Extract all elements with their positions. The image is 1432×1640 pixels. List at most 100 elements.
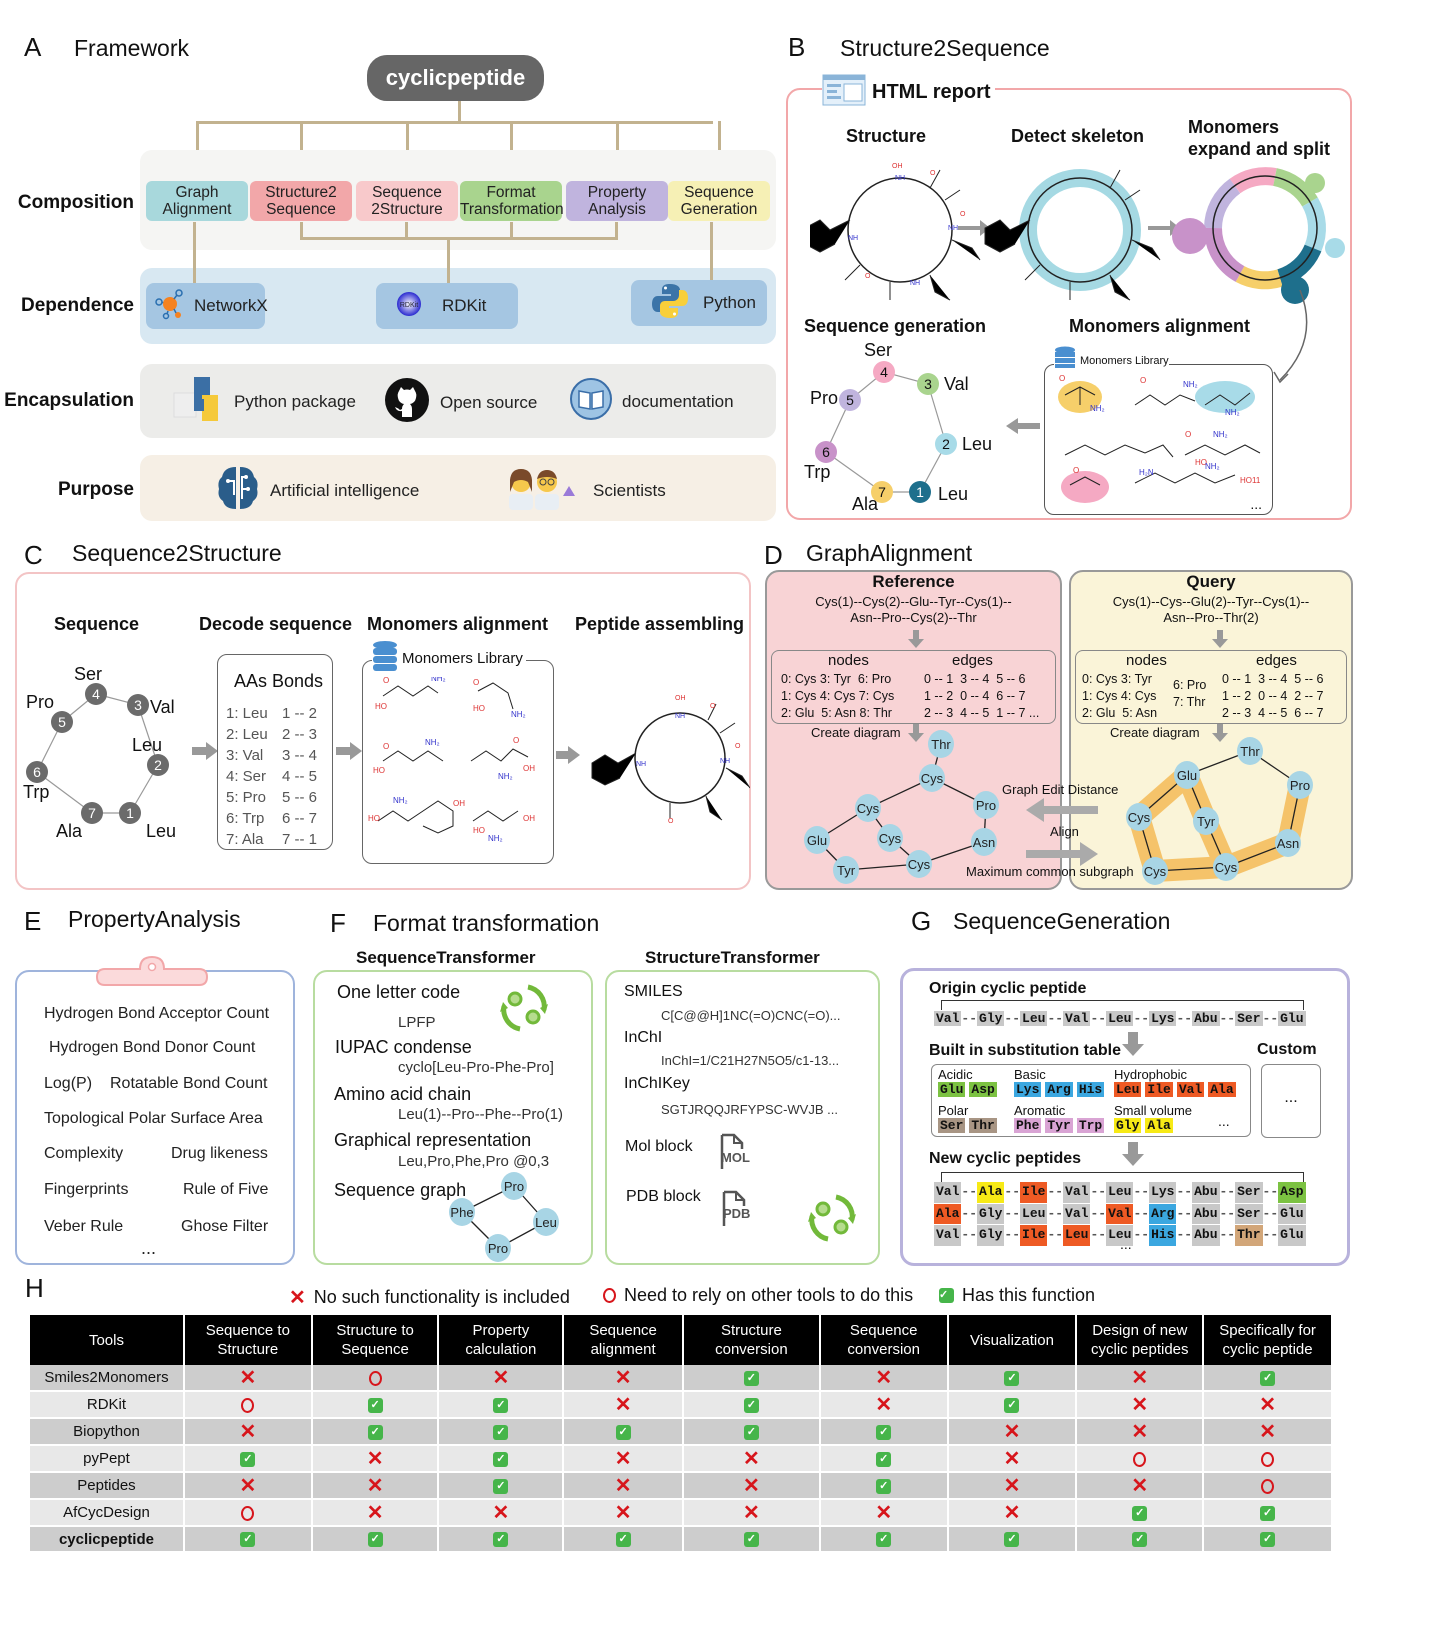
arrow-right-icon [336, 742, 362, 760]
svg-text:O: O [383, 676, 389, 685]
module-label: Sequence Generation [680, 184, 758, 218]
amino-acid: Val [934, 1225, 962, 1246]
panel-letter: A [24, 32, 42, 62]
check-icon: ✓ [493, 1424, 509, 1440]
panel-letter: E [24, 906, 42, 936]
circle-icon [368, 1370, 382, 1386]
svg-text:H₂N: H₂N [1139, 468, 1154, 477]
svg-text:RDKit: RDKit [400, 302, 418, 309]
panel-letter: C [24, 540, 43, 570]
svg-text:HO11: HO11 [1240, 476, 1261, 485]
connector [510, 222, 513, 239]
svg-text:NH: NH [675, 713, 685, 720]
arrow-down-icon [1122, 1032, 1144, 1056]
module-label: Sequence 2Structure [371, 184, 443, 218]
graph-node-label: Cys [1215, 860, 1238, 875]
table-cell: ✓ [682, 1391, 821, 1419]
amino-acid: Ala [934, 1203, 962, 1224]
svg-text:NH₂: NH₂ [488, 834, 503, 843]
amino-acid: Thr [969, 1118, 997, 1133]
amino-acid: Leu [1106, 1225, 1134, 1246]
svg-text:O: O [1073, 466, 1079, 475]
bond-dash: -- [1004, 1184, 1021, 1199]
decode-aa: 7: Ala [226, 831, 264, 848]
check-icon: ✓ [493, 1451, 509, 1467]
cross-icon: ✕ [366, 1502, 384, 1524]
encap-open-source: Open source [384, 377, 537, 428]
graph-node [1142, 857, 1168, 885]
table-row: RDKit✓✓✕✓✕✓✕✕ [30, 1391, 1333, 1419]
amino-acid: Thr [1235, 1225, 1263, 1246]
module-graph-alignment: Graph Alignment [146, 181, 248, 221]
table-cell [183, 1391, 313, 1419]
table-cell: ✕ [1076, 1365, 1205, 1392]
bond-dash: -- [1090, 1011, 1107, 1026]
ring-node [81, 802, 103, 824]
amino-acid: Val [934, 1182, 962, 1203]
amino-acid: Ile [1145, 1082, 1173, 1097]
table-cell: ✕ [819, 1499, 949, 1527]
table-cell: ✕ [1076, 1472, 1205, 1500]
encapsulation-band [140, 364, 776, 438]
cross-icon: ✕ [1003, 1475, 1021, 1497]
panel-title: Structure2Sequence [840, 35, 1050, 61]
bond-dash: -- [1090, 1184, 1107, 1199]
arrow-right-icon [192, 742, 218, 760]
ring-node-label: Trp [23, 782, 49, 802]
circle-icon [1261, 1478, 1275, 1494]
ring-node-label: Leu [938, 484, 968, 504]
ring-node-label: Ala [56, 821, 83, 841]
bond-dash: -- [1004, 1205, 1021, 1221]
ring-node-number: 4 [880, 364, 888, 380]
convert-icon [808, 1194, 856, 1242]
library-header: Monomers Library [372, 640, 526, 677]
amino-acid: Glu [1278, 1011, 1306, 1026]
svg-text:OH: OH [523, 764, 535, 773]
amino-acid: Abu [1192, 1182, 1220, 1203]
amino-acid: Glu [938, 1082, 966, 1097]
check-icon: ✓ [1004, 1532, 1020, 1548]
tool-name: pyPept [30, 1445, 185, 1473]
ring-node [935, 433, 957, 455]
connector [405, 222, 408, 239]
amino-acid: Arg [1149, 1203, 1177, 1224]
amino-acid: Tyr [1045, 1118, 1073, 1133]
step-sequence: Sequence [54, 614, 140, 634]
amino-acid: Ile [1020, 1225, 1048, 1246]
check-icon: ✓ [743, 1370, 759, 1386]
graph-node-label: Pro [976, 798, 996, 813]
check-icon: ✓ [743, 1424, 759, 1440]
format-value: InChI=1/C21H27N5O5/c1-13... [661, 1053, 840, 1068]
graph-node-label: Glu [807, 833, 827, 848]
ring-node [815, 441, 837, 463]
table-cell: ✓ [819, 1526, 949, 1553]
panel-title: PropertyAnalysis [68, 906, 241, 932]
property-item: Veber Rule [44, 1218, 124, 1235]
cross-icon: ✕ [289, 1287, 306, 1309]
table-cell: ✓ [682, 1418, 821, 1446]
cross-icon: ✕ [1259, 1421, 1276, 1443]
library-header: Monomers Library [1054, 346, 1169, 375]
table-cell: ✓ [1076, 1499, 1205, 1527]
tool-name: Smiles2Monomers [30, 1365, 185, 1392]
svg-text:O: O [668, 818, 674, 825]
group-name: Polar [938, 1103, 969, 1118]
seq-gen-title: Sequence generation [804, 316, 987, 336]
tool-name: Biopython [30, 1418, 185, 1446]
arrow-down-icon [908, 630, 924, 648]
decode-bond: 3 -- 4 [282, 747, 318, 764]
graph-node-label: Tyr [837, 863, 856, 878]
ring-node-number: 7 [88, 805, 96, 821]
bond-dash: -- [1262, 1205, 1279, 1221]
bond-dash: -- [961, 1205, 978, 1221]
dep-networkx: NetworkX [146, 283, 268, 329]
row-label-purpose: Purpose [57, 479, 134, 500]
